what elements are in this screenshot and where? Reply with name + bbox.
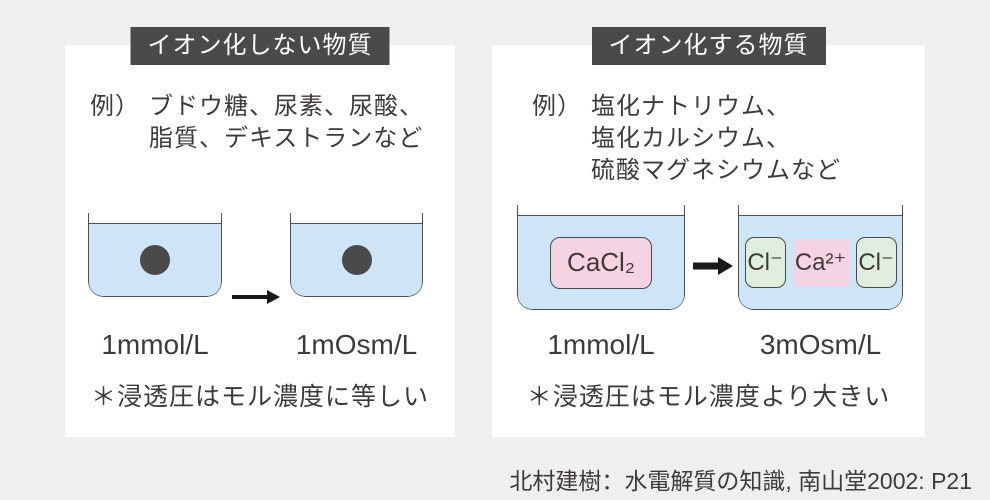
beaker-before: CaCl₂ (517, 205, 685, 310)
chloride-ion-box: Cl⁻ (744, 237, 786, 288)
non-ionizing-note: ＊浸透圧はモル濃度に等しい (90, 383, 429, 411)
osmolarity-after-label: 3mOsm/L (759, 329, 882, 360)
non-ionizing-examples: 例） ブドウ糖、尿素、尿酸、 脂質、デキストランなど (90, 91, 424, 155)
non-ionizing-panel: イオン化しない物質 例） ブドウ糖、尿素、尿酸、 脂質、デキストランなど 1mm… (65, 27, 455, 437)
example-lines: 塩化ナトリウム、 塩化カルシウム、 硫酸マグネシウムなど (591, 91, 841, 187)
chloride-ion-box: Cl⁻ (855, 237, 897, 288)
example-prefix: 例） (532, 93, 582, 120)
concentration-before-label: 1mmol/L (101, 329, 209, 360)
beaker-water (291, 223, 422, 296)
example-line: 塩化ナトリウム、 (591, 93, 791, 120)
ionizing-examples: 例） 塩化ナトリウム、 塩化カルシウム、 硫酸マグネシウムなど (532, 91, 841, 187)
solute-particle-dot (140, 245, 170, 275)
example-line: 塩化カルシウム、 (591, 125, 791, 152)
ionizing-panel: イオン化する物質 例） 塩化ナトリウム、 塩化カルシウム、 硫酸マグネシウムなど… (492, 27, 925, 437)
beaker-water (89, 223, 221, 296)
cacl2-box: CaCl₂ (550, 236, 652, 289)
example-line: 硫酸マグネシウムなど (591, 157, 841, 184)
source-citation: 北村建樹：水電解質の知識, 南山堂2002: P21 (509, 468, 972, 494)
beaker-after (290, 213, 423, 297)
beaker-before (88, 213, 222, 297)
example-line: ブドウ糖、尿素、尿酸、 (149, 93, 424, 120)
concentration-before-label: 1mmol/L (547, 329, 655, 360)
right-arrow-icon (693, 256, 733, 281)
calcium-ion-box: Ca²⁺ (792, 239, 849, 286)
osmolarity-after-label: 1mOsm/L (295, 329, 418, 360)
beaker-water: Cl⁻ Ca²⁺ Cl⁻ (739, 215, 902, 309)
ion-row: Cl⁻ Ca²⁺ Cl⁻ (744, 237, 897, 288)
beaker-water: CaCl₂ (518, 215, 684, 309)
beaker-after: Cl⁻ Ca²⁺ Cl⁻ (738, 205, 903, 310)
ionizing-panel-title: イオン化する物質 (591, 27, 826, 65)
ionizing-note: ＊浸透圧はモル濃度より大きい (526, 383, 891, 411)
example-lines: ブドウ糖、尿素、尿酸、 脂質、デキストランなど (149, 91, 424, 155)
example-line: 脂質、デキストランなど (149, 125, 424, 152)
example-prefix: 例） (90, 93, 140, 120)
non-ionizing-panel-title: イオン化しない物質 (130, 27, 390, 65)
solute-particle-dot (341, 245, 372, 275)
right-arrow-icon (232, 290, 280, 309)
